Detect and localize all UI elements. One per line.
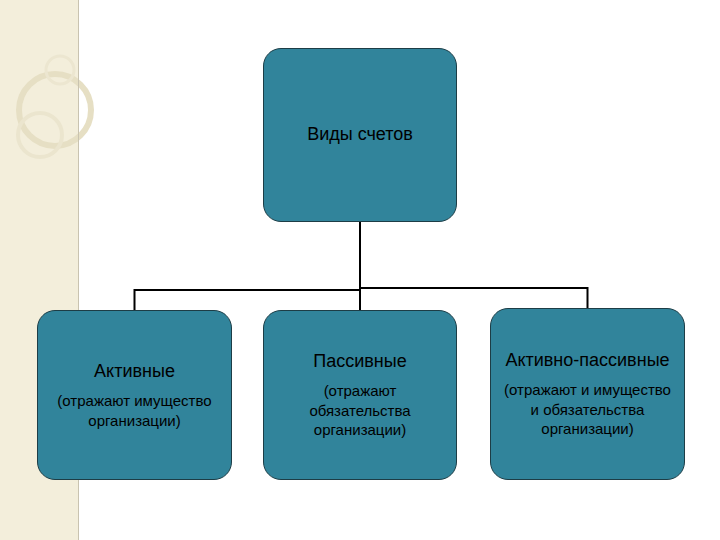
node-heading: Пассивные [313,350,406,373]
node-heading: Виды счетов [307,123,413,146]
category-box: Пассивные (отражают обязательства организ… [263,310,457,480]
node-body: (отражают обязательства организации) [274,381,446,440]
category-box: Активные (отражают имущество организации) [37,310,232,480]
node-heading: Активно-пассивные [505,349,669,372]
tree-connector [135,222,361,310]
node-body: (отражают и имущество и обязательства ор… [501,380,674,439]
root-box: Виды счетов [263,48,457,222]
deco-circle [18,113,62,157]
deco-circle [19,74,91,146]
node-heading: Активные [94,360,175,383]
node-body: (отражают имущество организации) [48,391,221,430]
category-box: Активно-пассивные (отражают и имущество и… [490,308,685,480]
tree-connector [360,222,588,308]
deco-circle [46,56,74,84]
